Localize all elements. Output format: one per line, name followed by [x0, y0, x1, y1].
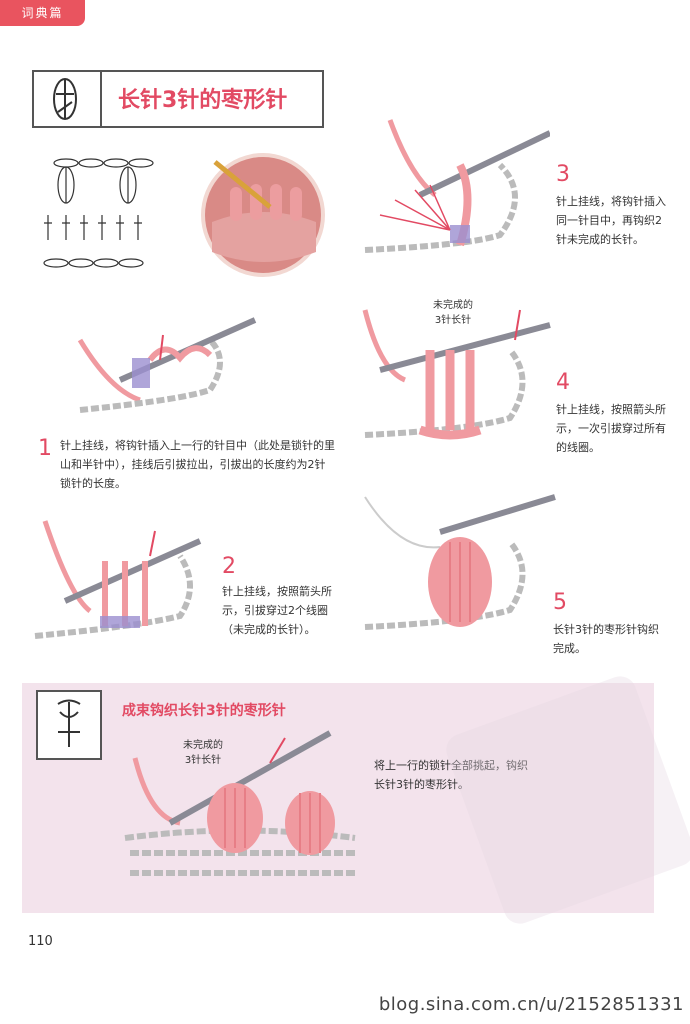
page-number: 110 — [28, 934, 53, 949]
step-description: 针上挂线，按照箭头所示，引拔穿过2个线圈（未完成的长针）。 — [222, 585, 332, 636]
step-number: 5 — [553, 590, 567, 615]
crochet-photo-image — [201, 153, 325, 277]
step-description: 针上挂线，将钩针插入同一针目中，再钩织2针未完成的长针。 — [556, 195, 666, 246]
step3-illustration — [364, 119, 550, 253]
step4-illustration — [362, 309, 551, 440]
unfinished-stitch-label: 未完成的 3针长针 — [433, 300, 473, 326]
section-title: 成束钩织长针3针的枣形针 — [122, 703, 286, 719]
title-box — [32, 70, 324, 128]
step-description: 长针3针的枣形针钩织完成。 — [553, 623, 659, 655]
section-description: 将上一行的锁针全部挑起，钩织长针3针的枣形针。 — [374, 759, 528, 791]
step-number: 2 — [222, 554, 236, 579]
puff-stitch-symbol-icon — [34, 72, 102, 126]
stitch-chart-diagram — [43, 158, 154, 268]
unfinished-stitch-label: 未完成的 3针长针 — [183, 740, 223, 766]
watermark-url: blog.sina.com.cn/u/2152851331 — [378, 994, 684, 1015]
cluster-illustration — [124, 730, 356, 876]
section-tab: 词典篇 — [0, 0, 85, 26]
cluster-symbol-icon — [36, 690, 102, 760]
page-title: 长针3针的枣形针 — [118, 88, 288, 113]
step1-illustration — [77, 317, 257, 413]
step-number: 1 — [38, 436, 52, 461]
step-description: 针上挂线，按照箭头所示，一次引拔穿过所有的线圈。 — [556, 403, 666, 454]
step-number: 4 — [556, 370, 570, 395]
step5-illustration — [364, 494, 556, 630]
step-description: 针上挂线，将钩针插入上一行的针目中（此处是锁针的里山和半针中），挂线后引拔拉出，… — [60, 439, 335, 490]
step2-illustration — [34, 520, 202, 639]
step-number: 3 — [556, 162, 570, 187]
